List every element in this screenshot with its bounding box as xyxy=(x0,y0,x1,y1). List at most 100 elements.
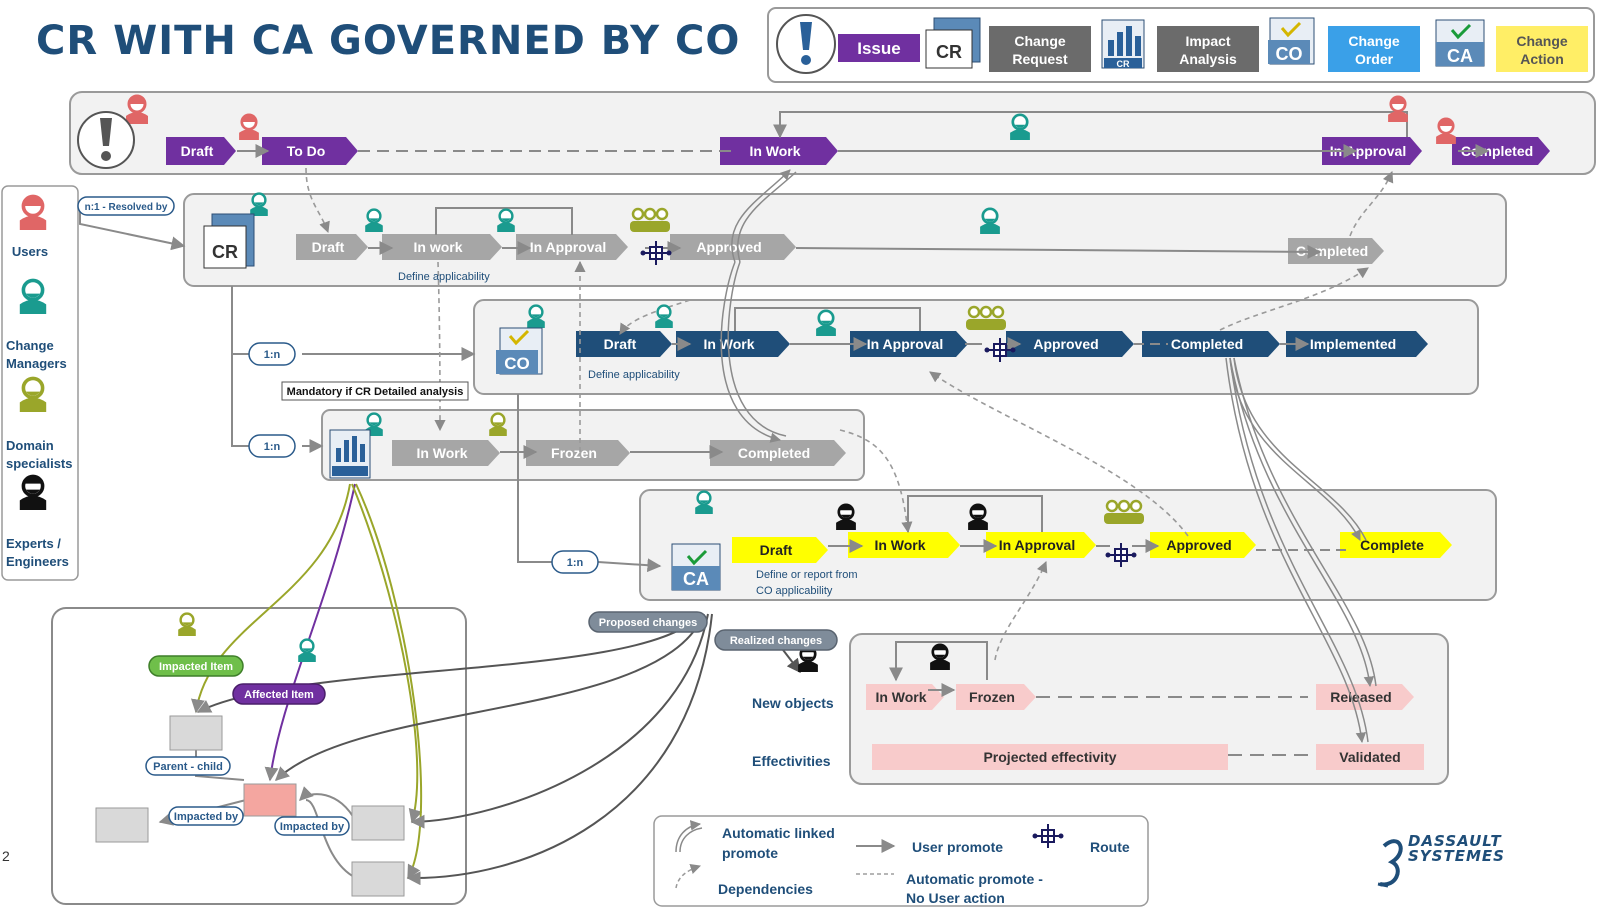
ca-state-label: In Work xyxy=(874,537,925,553)
brand-line-2: SYSTEMES xyxy=(1408,847,1505,865)
svg-text:CA: CA xyxy=(1447,46,1473,66)
svg-text:Proposed changes: Proposed changes xyxy=(599,617,697,629)
impacted-by-pill: Impacted by xyxy=(168,806,244,826)
impact-analysis-icon: CR xyxy=(1101,19,1145,69)
co-lane-icon: CO xyxy=(496,327,543,375)
user-icon xyxy=(126,94,148,124)
svg-text:n:1 - Resolved by: n:1 - Resolved by xyxy=(85,202,168,213)
specialist-group-icon xyxy=(1104,499,1144,524)
legend-cr-swatch xyxy=(989,26,1091,72)
svg-text:CA: CA xyxy=(683,569,709,589)
proposed-changes-pill: Proposed changes xyxy=(588,611,708,633)
svg-text:1:n: 1:n xyxy=(264,349,281,361)
resolved-by-pill: n:1 - Resolved by xyxy=(77,196,175,216)
role-experts-label: Engineers xyxy=(6,554,69,569)
ca-lane-icon: CA xyxy=(671,543,721,591)
change-action-icon: CA xyxy=(1435,19,1485,67)
change-manager-icon xyxy=(655,304,673,328)
validated-effectivity-bar: Validated xyxy=(1316,744,1424,770)
change-manager-icon xyxy=(695,490,713,514)
page-number: 2 xyxy=(2,848,10,864)
role-domain-specialists-label: specialists xyxy=(6,456,73,471)
cr-define-applicability: Define applicability xyxy=(398,271,490,283)
key-box xyxy=(653,815,1149,907)
realized-changes-pill: Realized changes xyxy=(714,629,838,651)
ca-state-label: Approved xyxy=(1166,537,1231,553)
auto-links xyxy=(720,169,1377,744)
connectors xyxy=(79,111,1490,756)
ca-state: In Work xyxy=(848,532,960,558)
dependencies xyxy=(305,167,1394,661)
issue-icon xyxy=(776,14,836,74)
legend-co-swatch xyxy=(1328,26,1420,72)
svg-text:CR: CR xyxy=(212,242,238,262)
ia-state: Completed xyxy=(710,440,846,466)
change-manager-icon xyxy=(527,304,545,328)
svg-text:Parent - child: Parent - child xyxy=(153,761,223,773)
ia-lane-icon xyxy=(329,429,371,479)
users-icon xyxy=(19,194,47,230)
object-state: Released xyxy=(1316,684,1414,710)
role-change-managers-label: Change xyxy=(6,338,54,353)
change-manager-icon xyxy=(250,192,268,216)
affected-item-box xyxy=(243,783,297,817)
ca-state: Draft xyxy=(732,537,828,563)
svg-text:Impacted Item: Impacted Item xyxy=(159,661,233,673)
svg-text:Impacted by: Impacted by xyxy=(174,811,239,823)
co-state-label: Draft xyxy=(604,336,637,352)
co-state: In Work xyxy=(676,331,790,357)
projected-effectivity-bar: Projected effectivity xyxy=(872,744,1228,770)
new-objects-label: New objects xyxy=(752,695,834,711)
effectivities-label: Effectivities xyxy=(752,753,831,769)
co-state-label: Implemented xyxy=(1310,336,1396,352)
one-to-n-pill: 1:n xyxy=(248,342,296,366)
specialist-group-icon xyxy=(630,207,670,232)
brand-line-1: DASSAULT xyxy=(1408,832,1502,850)
issue-state-label: In Work xyxy=(749,143,800,159)
svg-text:CO: CO xyxy=(504,354,530,373)
object-state-label: Released xyxy=(1330,689,1391,705)
ia-state-label: Completed xyxy=(738,445,810,461)
svg-text:CR: CR xyxy=(1117,59,1130,69)
ia-state-label: Frozen xyxy=(551,445,597,461)
item-box xyxy=(169,715,223,751)
cr-state: Approved xyxy=(670,234,796,260)
role-domain-specialists-label: Domain xyxy=(6,438,54,453)
object-state-label: Frozen xyxy=(969,689,1015,705)
change-manager-icon xyxy=(497,208,515,232)
one-to-n-pill: 1:n xyxy=(551,550,599,574)
impacted-item-pill: Impacted Item xyxy=(148,655,244,677)
user-icon xyxy=(239,113,259,140)
parent-child-pill: Parent - child xyxy=(145,756,231,776)
item-box xyxy=(351,805,405,841)
expert-icon xyxy=(930,643,950,670)
ia-state: In Work xyxy=(392,440,500,466)
route-icon xyxy=(984,338,1016,362)
route-key-icon xyxy=(1032,824,1064,848)
key-user-promote-label: User promote xyxy=(912,839,1003,855)
co-state-label: In Approval xyxy=(867,336,944,352)
issue-state: In Work xyxy=(720,137,838,165)
change-manager-icon xyxy=(19,278,47,314)
items-lane xyxy=(51,607,467,905)
svg-text:CO: CO xyxy=(1276,44,1303,64)
ia-state: Frozen xyxy=(526,440,630,466)
cr-state-label: In Approval xyxy=(530,239,607,255)
expert-icon xyxy=(19,474,47,510)
route-icon xyxy=(1105,543,1137,567)
user-icon xyxy=(1436,117,1456,144)
object-state: Frozen xyxy=(956,684,1036,710)
domain-specialist-icon xyxy=(178,612,196,636)
impacted-by-pill: Impacted by xyxy=(274,816,350,836)
specialist-group-icon xyxy=(966,305,1006,330)
expert-icon xyxy=(836,503,856,530)
co-state: Draft xyxy=(576,331,672,357)
one-to-n-pill: 1:n xyxy=(248,434,296,458)
change-manager-icon xyxy=(980,207,1000,234)
change-manager-icon xyxy=(365,208,383,232)
affected-item-pill: Affected Item xyxy=(232,683,326,705)
svg-text:Projected effectivity: Projected effectivity xyxy=(983,749,1116,765)
legend-ca-swatch xyxy=(1496,26,1588,72)
